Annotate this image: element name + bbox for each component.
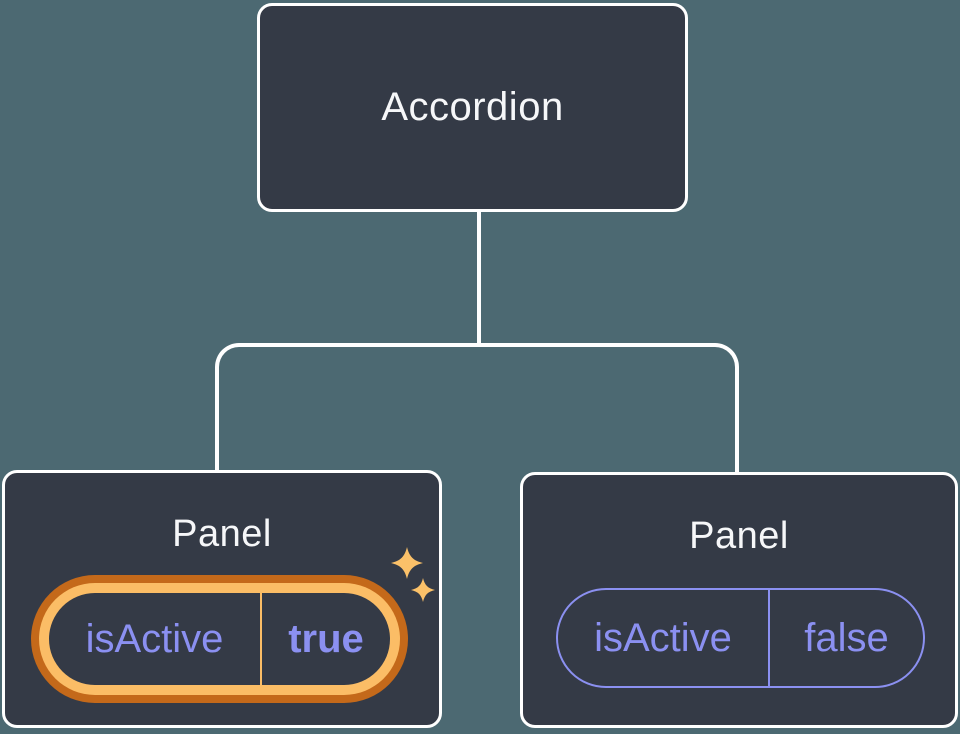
- state-value: false: [804, 615, 889, 660]
- connector-stem: [477, 209, 481, 345]
- panel-label: Panel: [689, 515, 789, 557]
- accordion-label: Accordion: [381, 85, 564, 129]
- state-key: isActive: [594, 615, 732, 660]
- state-value: true: [288, 616, 364, 661]
- pill-divider: [260, 593, 262, 685]
- state-pill-inactive: isActive false: [556, 588, 925, 688]
- accordion-node: Accordion: [257, 3, 688, 212]
- pill-divider: [768, 590, 770, 686]
- panel-node-active: Panel isActive true: [2, 470, 442, 728]
- state-key: isActive: [85, 616, 224, 661]
- connector-bracket: [215, 343, 739, 472]
- panel-label: Panel: [172, 513, 272, 555]
- panel-node-inactive: Panel isActive false: [520, 472, 958, 728]
- sparkles-icon: [391, 547, 435, 602]
- state-pill-active: isActive true: [49, 593, 390, 685]
